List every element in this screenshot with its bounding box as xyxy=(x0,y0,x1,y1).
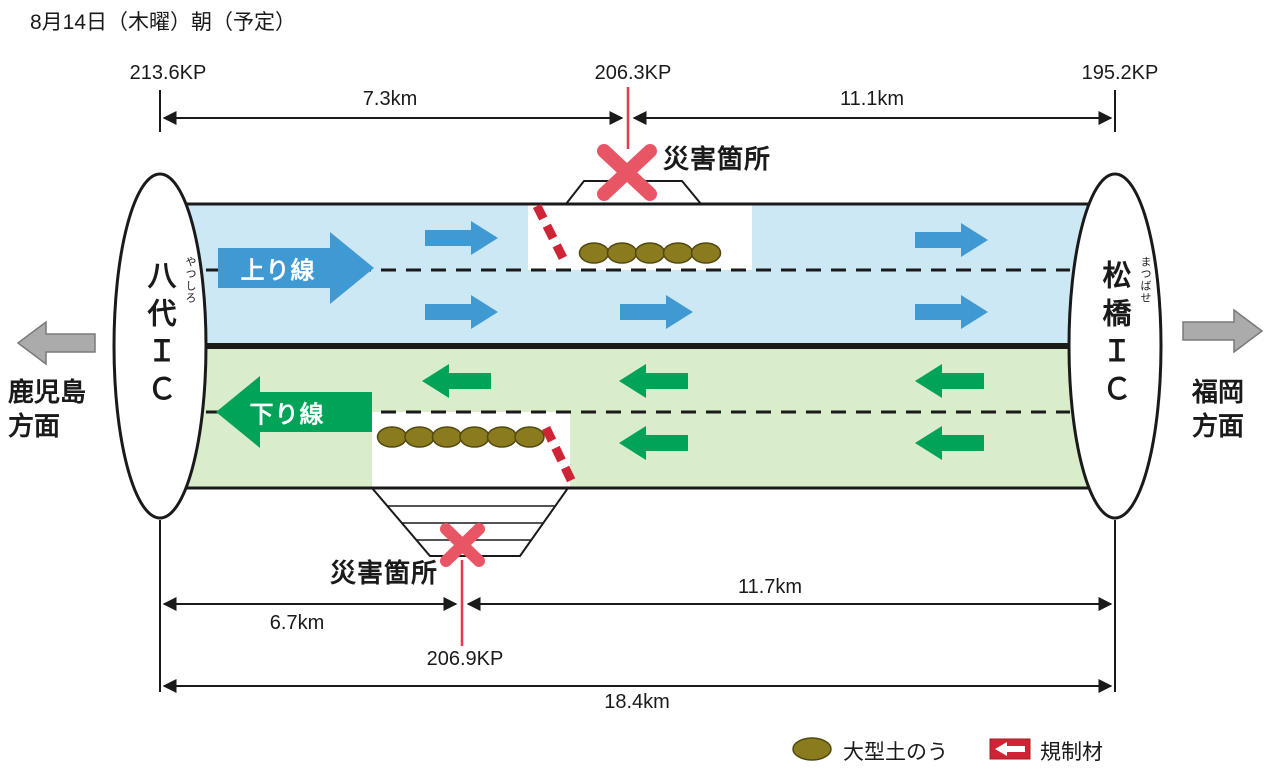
sandbag-icon xyxy=(376,426,408,448)
regulation-barrier-up xyxy=(532,203,568,261)
sandbag-icon xyxy=(404,426,435,448)
ic-left-furigana: やつしろ xyxy=(184,256,196,304)
regulation-barrier-down xyxy=(541,426,577,484)
down-lane-main-arrow xyxy=(216,376,372,448)
ic-right-name: 松橋ＩＣ xyxy=(1098,260,1130,412)
ic-right-furigana: まつばせ xyxy=(1139,256,1151,304)
ic-left-name: 八代ＩＣ xyxy=(143,260,175,412)
sandbag-row-down xyxy=(376,426,545,448)
distance-lower-left: 6.7km xyxy=(269,612,325,634)
direction-arrow-left xyxy=(16,320,96,366)
up-lane-main-arrow xyxy=(218,232,374,304)
down-arrow-icon xyxy=(619,426,688,460)
legend-regulation-label: 規制材 xyxy=(1040,741,1103,764)
disaster-x-top-icon xyxy=(597,144,657,201)
sandbag-icon xyxy=(486,426,518,448)
kp-label-bottom: 206.9KP xyxy=(426,648,504,670)
lane-down-label: 下り線 xyxy=(249,401,325,429)
kp-label-center: 206.3KP xyxy=(594,62,672,84)
up-arrow-icon xyxy=(425,221,498,255)
up-arrow-icon xyxy=(915,295,988,329)
ic-node-left xyxy=(112,172,208,520)
page-title: 8月14日（木曜）朝（予定） xyxy=(30,11,297,34)
distance-total: 18.4km xyxy=(604,691,670,713)
up-arrow-icon xyxy=(425,295,498,329)
legend-regulation-icon xyxy=(989,738,1031,760)
direction-right-label: 福岡方面 xyxy=(1192,377,1245,441)
up-lane-arrows xyxy=(425,221,988,329)
down-lane-arrows xyxy=(422,364,984,460)
down-arrow-icon xyxy=(422,364,491,398)
lane-up-label: 上り線 xyxy=(240,257,316,285)
sandbag-icon xyxy=(578,242,610,264)
disaster-label-bottom: 災害箇所 xyxy=(330,558,439,588)
sandbag-icon xyxy=(606,242,638,264)
kp-label-left: 213.6KP xyxy=(129,62,207,84)
closed-section-down xyxy=(372,412,570,487)
distance-lower-right: 11.7km xyxy=(737,576,803,598)
down-arrow-icon xyxy=(915,364,984,398)
sandbag-row-up xyxy=(578,242,722,264)
sandbag-icon xyxy=(514,426,545,448)
disaster-x-bottom-icon xyxy=(440,523,485,567)
down-arrow-icon xyxy=(915,426,984,460)
ic-node-right xyxy=(1067,172,1163,520)
sandbag-icon xyxy=(662,242,694,264)
distance-upper-right: 11.1km xyxy=(839,88,905,110)
direction-arrow-right xyxy=(1182,308,1264,354)
legend-sandbag-icon xyxy=(792,737,832,761)
up-arrow-icon xyxy=(915,223,988,257)
sandbag-icon xyxy=(690,242,722,264)
distance-upper-left: 7.3km xyxy=(362,88,418,110)
sandbag-icon xyxy=(634,242,666,264)
disaster-label-top: 災害箇所 xyxy=(663,144,772,174)
up-arrow-icon xyxy=(620,295,693,329)
sandbag-icon xyxy=(431,426,463,448)
legend-sandbag-label: 大型土のう xyxy=(843,741,948,764)
dimension-lines xyxy=(159,90,1116,693)
sandbag-icon xyxy=(459,426,490,448)
down-arrow-icon xyxy=(619,364,688,398)
direction-left-label: 鹿児島方面 xyxy=(8,377,87,441)
kp-label-right: 195.2KP xyxy=(1081,62,1159,84)
